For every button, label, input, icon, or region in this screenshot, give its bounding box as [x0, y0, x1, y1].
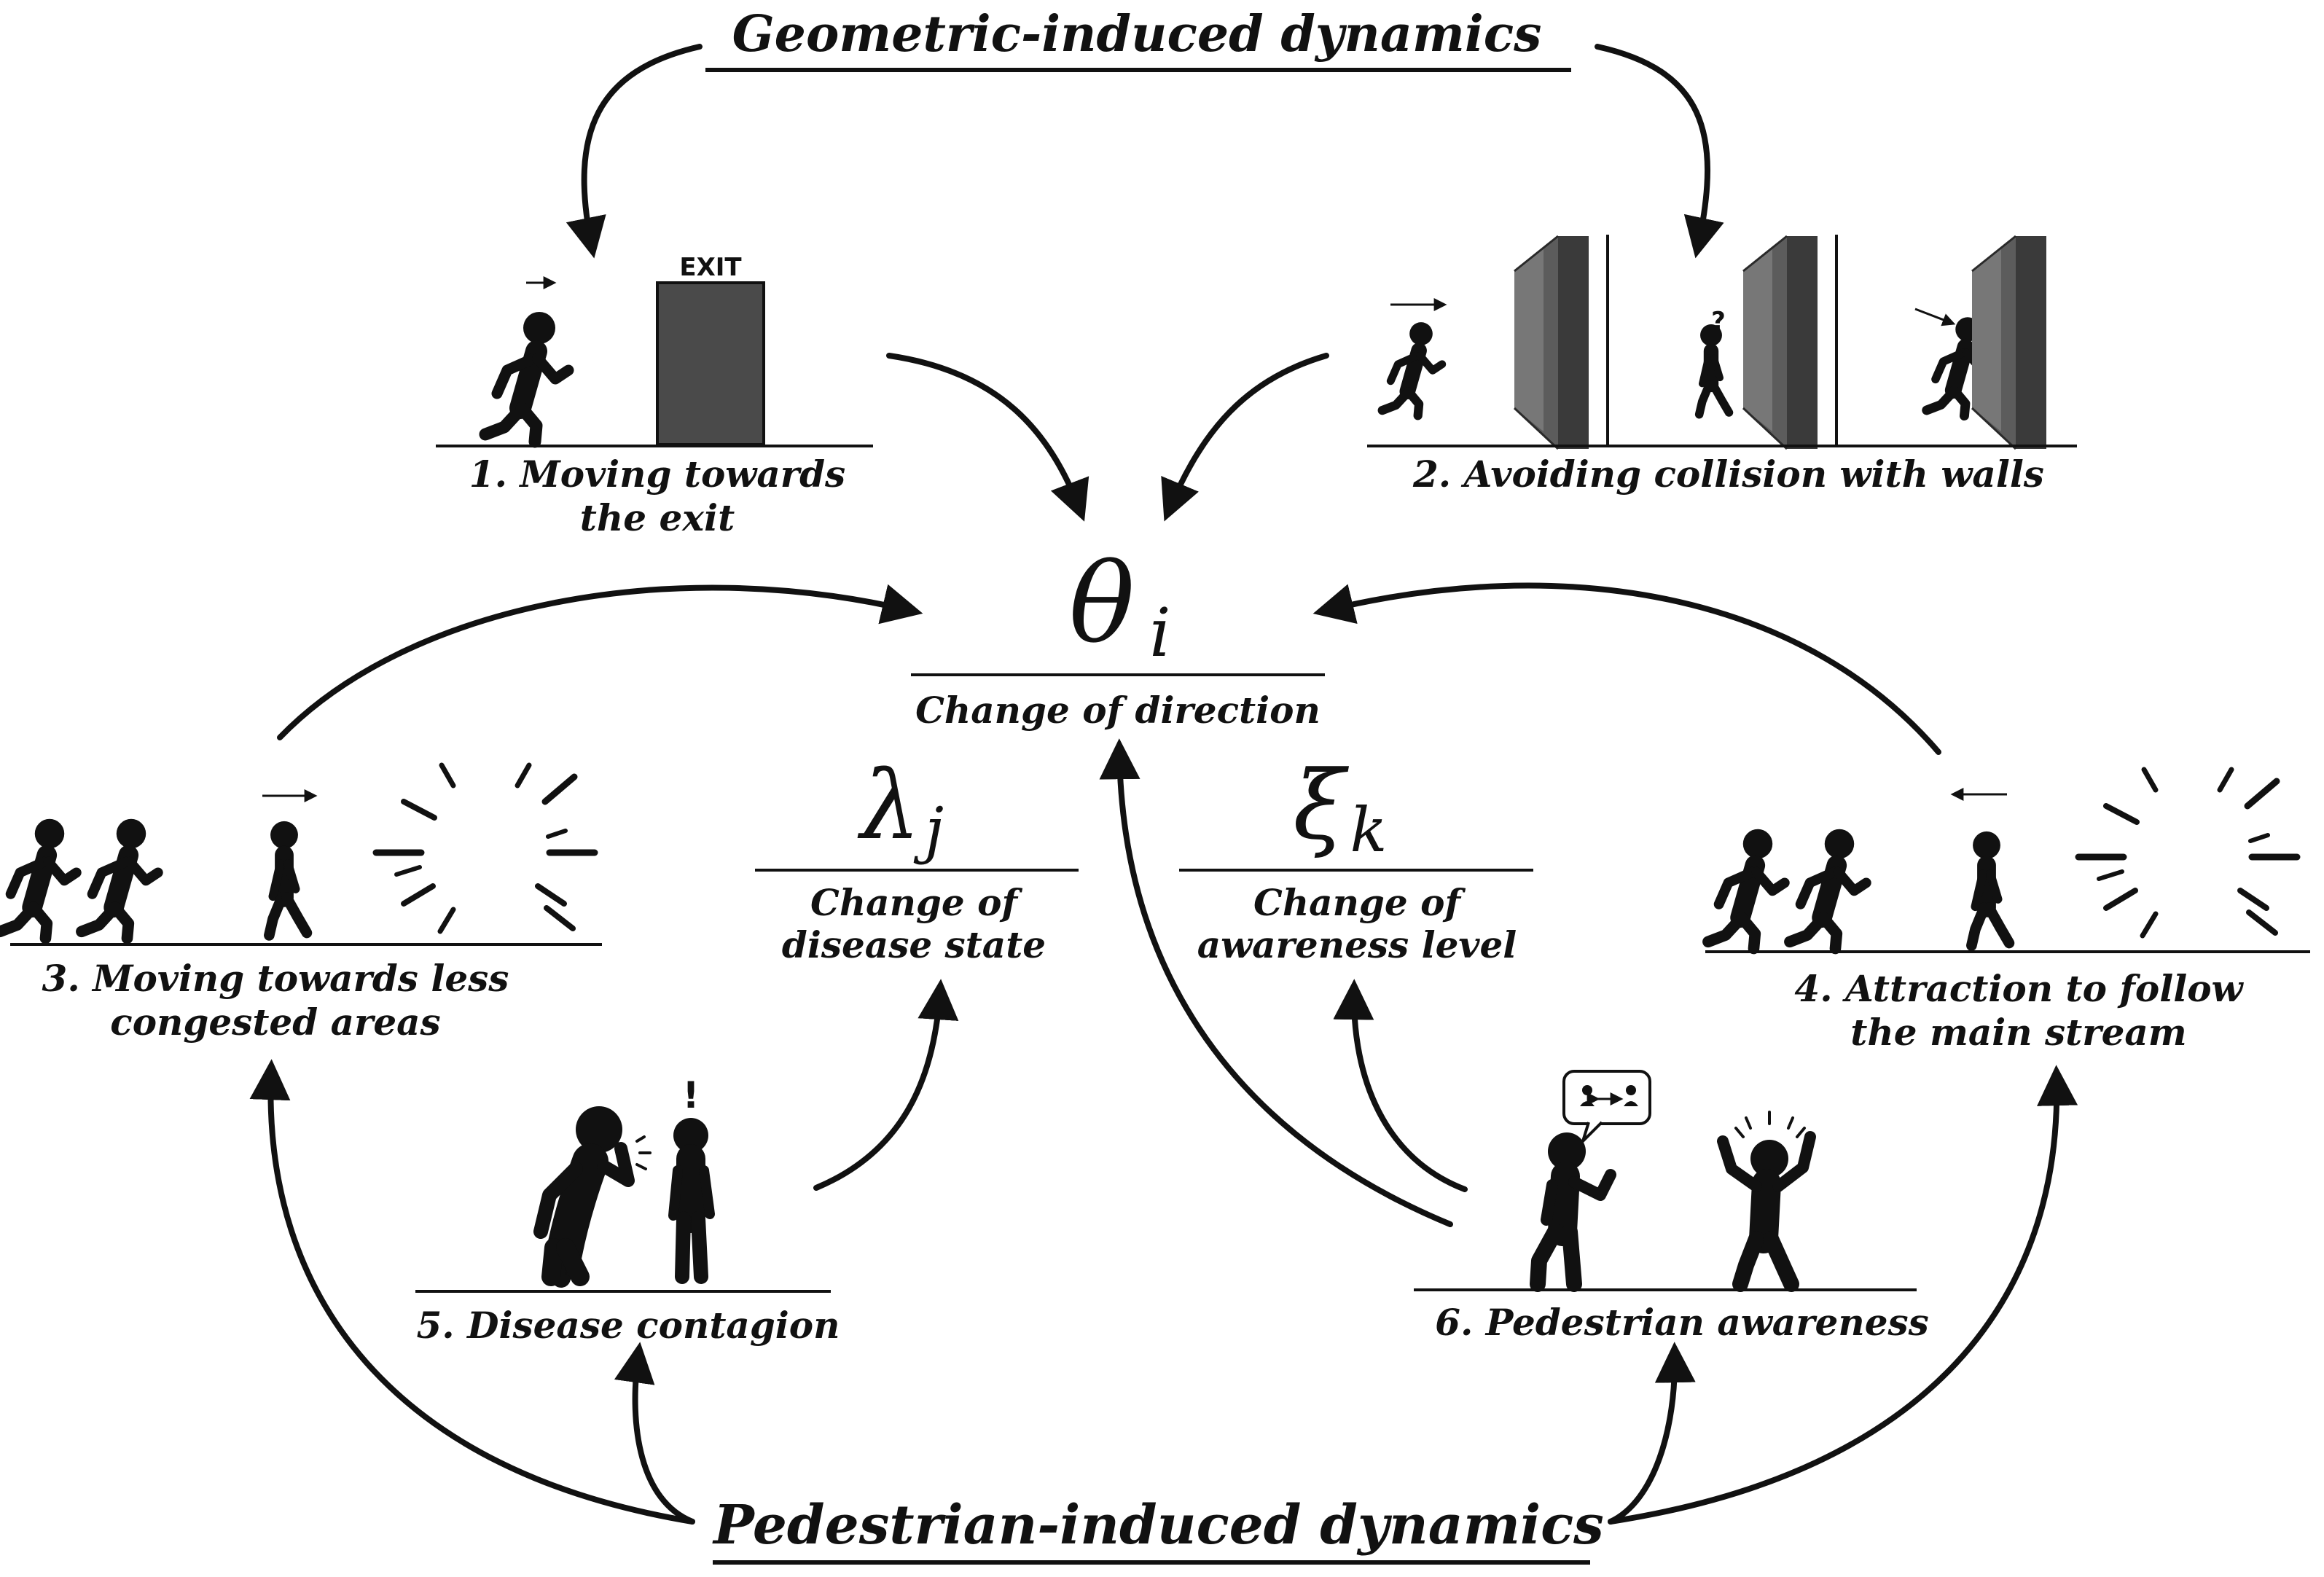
arrow-pedestrian-to-contagion [614, 1342, 695, 1525]
alert-person-icon [668, 1118, 715, 1284]
panel-4-label-line2: the main stream [1850, 1011, 2186, 1054]
walker-icon [1699, 324, 1729, 415]
panel-avoiding-walls: ? 2. Avoiding collision with walls [1367, 235, 2077, 496]
panel-disease-contagion: ! 5. Disease contagion [415, 1074, 840, 1347]
walker-icon [1971, 831, 2009, 946]
wall-icon [1742, 235, 1819, 450]
connector-arrows [249, 44, 2078, 1525]
panel-5-label: 5. Disease contagion [417, 1304, 840, 1347]
runner-icon [485, 312, 568, 442]
arrow-stream-to-theta [1312, 582, 1941, 755]
panicked-person-icon [1717, 1111, 1816, 1292]
header-geometric: Geometric-induced dynamics [732, 5, 1542, 63]
xi-label-line1: Change of [1253, 881, 1466, 924]
alert-mark: ! [683, 1074, 700, 1116]
lambda-symbol: λ [857, 750, 920, 861]
arrow-pedestrian-to-congestion [249, 1059, 695, 1525]
arrow-awareness-to-theta [1099, 738, 1453, 1227]
theta-block: θ i Change of direction [911, 541, 1325, 732]
speech-bubble-icon [1562, 1070, 1651, 1143]
theta-symbol: θ [1069, 541, 1135, 668]
runner-icon [82, 819, 158, 939]
lambda-label-line2: disease state [782, 923, 1046, 966]
theta-subscript: i [1149, 594, 1170, 672]
lambda-block: λ j Change of disease state [755, 750, 1079, 966]
panel-4-label-line1: 4. Attraction to follow [1794, 967, 2244, 1010]
panel-3-label-line2: congested areas [110, 1001, 440, 1044]
arrow-geometric-to-exit [566, 44, 703, 259]
arrow-exit-to-theta [886, 353, 1089, 522]
exit-sign: EXIT [679, 253, 742, 282]
runner-icon [1708, 829, 1785, 949]
coughing-person-icon [533, 1106, 652, 1288]
panel-1-label-line1: 1. Moving towards [469, 453, 845, 496]
runner-icon [0, 819, 77, 939]
panel-less-congested: 3. Moving towards less congested areas [0, 765, 602, 1044]
panel-moving-to-exit: EXIT 1. Moving towards the exit [436, 253, 873, 539]
panel-3-label-line1: 3. Moving towards less [42, 957, 509, 1000]
theta-label: Change of direction [915, 689, 1321, 732]
arrow-awareness-to-xi [1333, 979, 1468, 1192]
direction-arrow-icon [1914, 308, 1956, 326]
panel-2-label: 2. Avoiding collision with walls [1412, 453, 2044, 496]
panel-1-label-line2: the exit [580, 496, 735, 539]
runner-icon [1382, 322, 1442, 415]
arrow-pedestrian-to-stream [1608, 1065, 2078, 1525]
burst-icon [376, 765, 595, 931]
arrow-walls-to-theta [1161, 353, 1329, 522]
arrow-congestion-to-theta [277, 584, 923, 740]
xi-symbol: ξ [1293, 750, 1349, 861]
arrow-geometric-to-walls [1595, 44, 1724, 259]
lambda-label-line1: Change of [810, 881, 1022, 924]
walker-icon [269, 821, 307, 936]
panel-pedestrian-awareness: 6. Pedestrian awareness [1414, 1070, 1929, 1344]
wall-icon [1513, 235, 1590, 450]
header-pedestrian: Pedestrian-induced dynamics [712, 1494, 1604, 1557]
xi-subscript: k [1350, 794, 1388, 866]
xi-block: ξ k Change of awareness level [1179, 750, 1533, 966]
arrow-pedestrian-to-awareness [1608, 1342, 1696, 1525]
exit-door-icon [656, 281, 765, 446]
burst-icon [2078, 770, 2297, 936]
xi-label-line2: awareness level [1197, 923, 1517, 966]
panel-6-label: 6. Pedestrian awareness [1435, 1301, 1929, 1344]
wall-icon [1971, 235, 2048, 450]
arrow-contagion-to-lambda [813, 979, 959, 1191]
panel-follow-stream: 4. Attraction to follow the main stream [1705, 770, 2310, 1054]
runner-icon [1790, 829, 1866, 949]
talking-person-icon [1530, 1132, 1616, 1292]
